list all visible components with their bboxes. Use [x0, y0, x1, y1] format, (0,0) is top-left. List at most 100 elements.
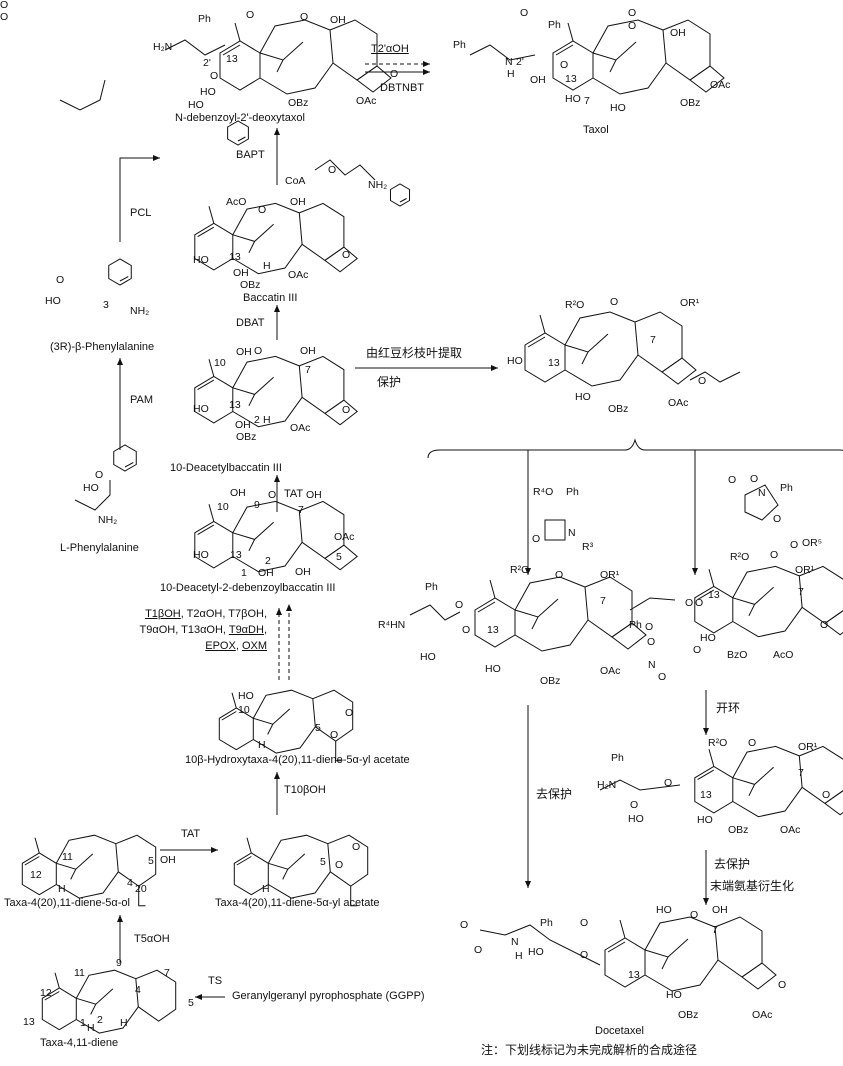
enzyme-list-text: ,: [235, 640, 242, 652]
taxol-core-ring-c: [662, 19, 711, 81]
taxadiene-core-double-bond: [44, 991, 60, 1001]
dab-core-bridge: [232, 376, 274, 395]
step-protect: 保护: [377, 375, 402, 389]
atom-label: H: [120, 1017, 128, 1029]
step-ring-open: 开环: [716, 701, 741, 715]
acetate-core-methyl2: [246, 837, 252, 854]
atom-label: 7: [305, 364, 311, 376]
atom-label: OH: [236, 346, 252, 358]
atom-label: OR¹: [795, 564, 815, 576]
atom-label: NH₂: [368, 179, 388, 191]
atom-label: O: [0, 0, 9, 11]
l-phe-chain: [74, 480, 111, 511]
atom-label: 10: [238, 704, 250, 716]
atom-label: Ph: [198, 13, 211, 25]
atom-label: O: [95, 469, 104, 481]
atom-label: OBz: [240, 279, 261, 291]
n-debenzoyl-core-methyl2: [234, 22, 241, 42]
atom-label: N: [648, 659, 656, 671]
n-debenzoyl-phenyl: [227, 120, 249, 146]
protected-ester-chain: [689, 371, 741, 383]
atom-label: OR¹: [600, 569, 620, 581]
atom-label: H: [262, 883, 270, 895]
compound-docetaxel: Docetaxel: [595, 1025, 644, 1037]
atom-label: O: [647, 636, 656, 648]
acetate-core-bridge: [268, 853, 306, 870]
enzyme-list-line-1: T1βOH, T2αOH, T7βOH,: [110, 608, 267, 621]
atom-label: 7: [798, 767, 804, 779]
atom-label: O: [693, 644, 702, 656]
enzyme-list-line-2: T9αOH, T13αOH, T9αDH,: [100, 624, 268, 637]
atom-label: HO: [485, 663, 501, 675]
side-left-core-methyl2: [489, 579, 496, 599]
atom-label: 11: [74, 967, 85, 979]
dab-core-ring-b: [232, 355, 303, 428]
atom-label: O: [750, 473, 759, 485]
dadb-core-methyl2: [208, 504, 215, 522]
enzyme-tat-2: TAT: [181, 828, 201, 840]
side-left-chain: [409, 604, 461, 621]
atom-label: AcO: [773, 649, 794, 661]
atom-label: 2': [516, 56, 524, 68]
hydroxy-core-exomethylene: [335, 741, 343, 762]
taxadiene-core-methyl2: [54, 972, 60, 989]
atom-label: O: [345, 707, 354, 719]
atom-label: 5: [188, 997, 194, 1009]
atom-label: Ph: [425, 581, 438, 593]
atom-label: 11: [62, 851, 73, 863]
atom-label: O: [0, 11, 9, 23]
taxadienol-core-exomethylene: [138, 886, 146, 907]
atom-label: 10: [217, 501, 229, 513]
atom-label: 10: [214, 357, 226, 369]
atom-label: H: [87, 1022, 95, 1034]
atom-label: O: [580, 917, 589, 929]
compound-10b-hydroxytaxadiene-acetate: 10β-Hydroxytaxa-4(20),11-diene-5α-yl ace…: [185, 754, 410, 766]
side-left-core-double-bond: [477, 601, 496, 613]
atom-label: O: [560, 59, 569, 71]
side-right-chain: [629, 597, 676, 611]
atom-label: HO: [700, 632, 716, 644]
dadb-core-ring-c: [299, 500, 345, 560]
atom-label: HO: [420, 651, 436, 663]
atom-label: 13: [229, 399, 241, 411]
compound-ggpp: Geranylgeranyl pyrophosphate (GGPP): [232, 990, 425, 1002]
side-left-core-ring-c: [584, 576, 633, 638]
atom-label: HO: [628, 813, 644, 825]
dadb-core-bridge: [232, 521, 274, 540]
atom-label: H₂N: [153, 41, 173, 53]
atom-label: HO: [565, 93, 581, 105]
atom-label: 9: [254, 499, 260, 511]
atom-label: O: [580, 949, 589, 961]
docetaxel-core-oxetane: [741, 962, 777, 990]
enzyme-dbtnbt: DBTNBT: [380, 82, 424, 94]
taxadienol-core-ring-b: [55, 834, 119, 899]
dab-core-ring-c: [299, 355, 345, 415]
atom-label: 13: [229, 251, 241, 263]
baccatin-core-methyl: [248, 241, 256, 254]
atom-label: 20: [135, 883, 147, 895]
atom-label: OH: [160, 854, 176, 866]
arrow-pcl: [119, 155, 160, 242]
dab-core-methyl2: [208, 359, 215, 377]
atom-label: NH₂: [130, 305, 150, 317]
enzyme-list-text: , T2αOH, T7βOH,: [180, 608, 267, 620]
dadb-core-double-bond: [197, 524, 215, 536]
atom-label: 9: [116, 957, 122, 969]
atom-label: 5: [315, 722, 321, 734]
enzyme-t5a-oh: T5αOH: [134, 933, 170, 945]
atom-label: HO: [188, 99, 204, 111]
opened-core-ring-c: [799, 745, 843, 805]
atom-label: HO: [666, 989, 682, 1001]
brace: [427, 438, 843, 459]
beta-phe-phenyl-inner: [119, 276, 129, 282]
atom-label: H: [258, 739, 266, 751]
dab-core-double-bond: [197, 379, 215, 391]
atom-label: Ph: [611, 752, 624, 764]
atom-label: OH: [712, 904, 728, 916]
step-derivatize: 末端氨基衍生化: [710, 879, 795, 893]
atom-label: H: [507, 68, 515, 80]
taxol-core-double-bond: [555, 44, 574, 56]
docetaxel-core-methyl: [661, 956, 669, 970]
baccatin-core-ring-b: [232, 202, 303, 275]
